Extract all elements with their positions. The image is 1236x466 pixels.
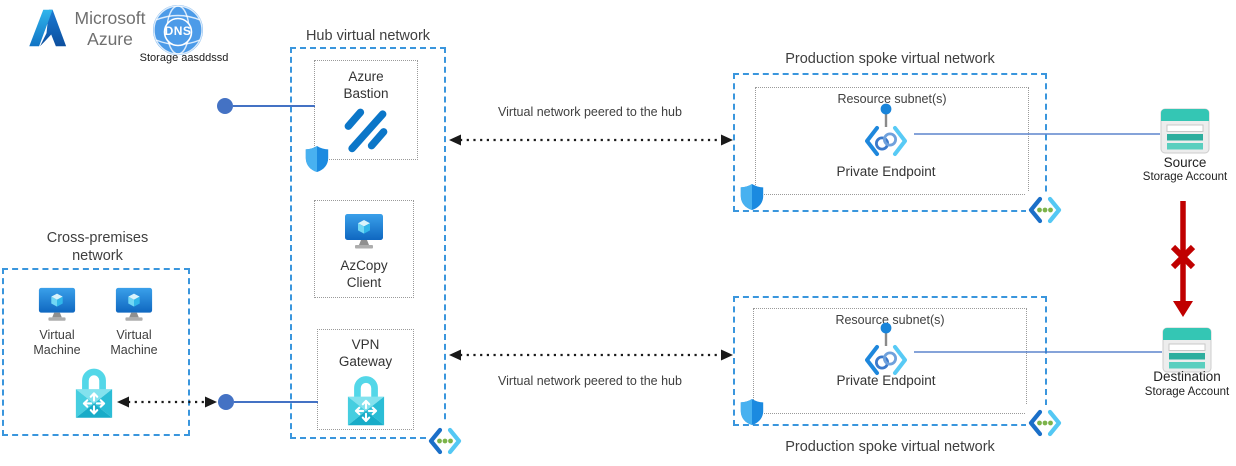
spoke-bottom-subnet-label: Resource subnet(s)	[835, 313, 945, 327]
vm-icon	[115, 287, 153, 321]
cross-premises-vpn-lock-icon	[75, 368, 113, 418]
virtual-machine-1-label: Virtual Machine	[33, 328, 81, 357]
shield-icon	[740, 184, 764, 210]
virtual-machine-2: Virtual Machine	[102, 286, 166, 358]
connector-line-destination	[914, 351, 1162, 354]
spoke-top-subnet-label: Resource subnet(s)	[837, 92, 947, 106]
spoke-top-title: Production spoke virtual network	[785, 51, 995, 67]
private-endpoint-icon-bottom	[865, 322, 907, 375]
vpn-gateway-box: VPN Gateway	[317, 329, 414, 430]
peering-label-bottom: Virtual network peered to the hub	[498, 374, 682, 388]
source-storage-icon	[1160, 108, 1210, 154]
connector-dot-bottom	[218, 394, 234, 410]
dns-icon: DNS	[152, 4, 204, 56]
azure-bastion-label: Azure Bastion	[343, 69, 389, 101]
vpn-gateway-lock-icon	[347, 376, 384, 426]
cross-premises-title: Cross-premises network	[46, 230, 149, 264]
dns-caption: Storage aasddssd	[139, 52, 229, 64]
hub-network-box	[290, 47, 446, 439]
virtual-machine-2-label: Virtual Machine	[110, 328, 158, 357]
logo-text: Microsoft Azure	[70, 8, 150, 50]
connector-line-vpn	[234, 401, 318, 404]
private-endpoint-icon-top	[865, 103, 907, 156]
virtual-machine-1: Virtual Machine	[25, 286, 89, 358]
private-endpoint-label-bottom: Private Endpoint	[836, 373, 936, 388]
connector-line-source	[914, 133, 1160, 136]
shield-icon	[740, 399, 764, 425]
peering-label-top: Virtual network peered to the hub	[498, 105, 682, 119]
peering-arrow-top	[449, 134, 733, 146]
dns-badge-label: DNS	[164, 24, 192, 38]
azure-logo-icon	[29, 9, 67, 47]
spoke-top-box	[733, 73, 1047, 212]
azcopy-client-label: AzCopy Client	[340, 258, 388, 290]
cross-premises-box	[2, 268, 190, 436]
connector-dot-top	[217, 98, 233, 114]
spoke-bottom-virtual-network-icon	[1026, 405, 1064, 441]
blocked-transfer-arrow	[1170, 201, 1196, 317]
azcopy-client-box: AzCopy Client	[314, 200, 414, 298]
destination-storage-name: Destination	[1153, 369, 1221, 384]
destination-storage-icon	[1162, 327, 1212, 373]
spoke-bottom-subnet-box: Resource subnet(s)	[753, 308, 1027, 414]
spoke-top-subnet-box: Resource subnet(s)	[755, 87, 1029, 195]
spoke-top-virtual-network-icon	[1026, 192, 1064, 228]
source-storage-type: Storage Account	[1142, 171, 1228, 183]
vm-icon	[38, 287, 76, 321]
azcopy-vm-icon	[345, 214, 383, 249]
vpn-gateway-label: VPN Gateway	[338, 337, 393, 369]
hub-virtual-network-icon	[426, 423, 464, 459]
logo-text-azure: Azure	[87, 29, 133, 49]
connector-line-bastion	[233, 105, 315, 108]
peering-arrow-bottom	[449, 349, 733, 361]
azure-bastion-box: Azure Bastion	[314, 60, 418, 160]
spoke-bottom-title: Production spoke virtual network	[785, 439, 995, 455]
hub-network-title: Hub virtual network	[305, 28, 431, 44]
destination-storage-type: Storage Account	[1144, 386, 1230, 398]
bastion-icon	[344, 108, 388, 153]
vpn-connection-arrow	[117, 396, 217, 408]
private-endpoint-label-top: Private Endpoint	[836, 164, 936, 179]
spoke-bottom-box	[733, 296, 1047, 426]
source-storage-name: Source	[1163, 155, 1207, 170]
logo-text-microsoft: Microsoft	[74, 8, 146, 28]
shield-icon	[305, 146, 329, 172]
